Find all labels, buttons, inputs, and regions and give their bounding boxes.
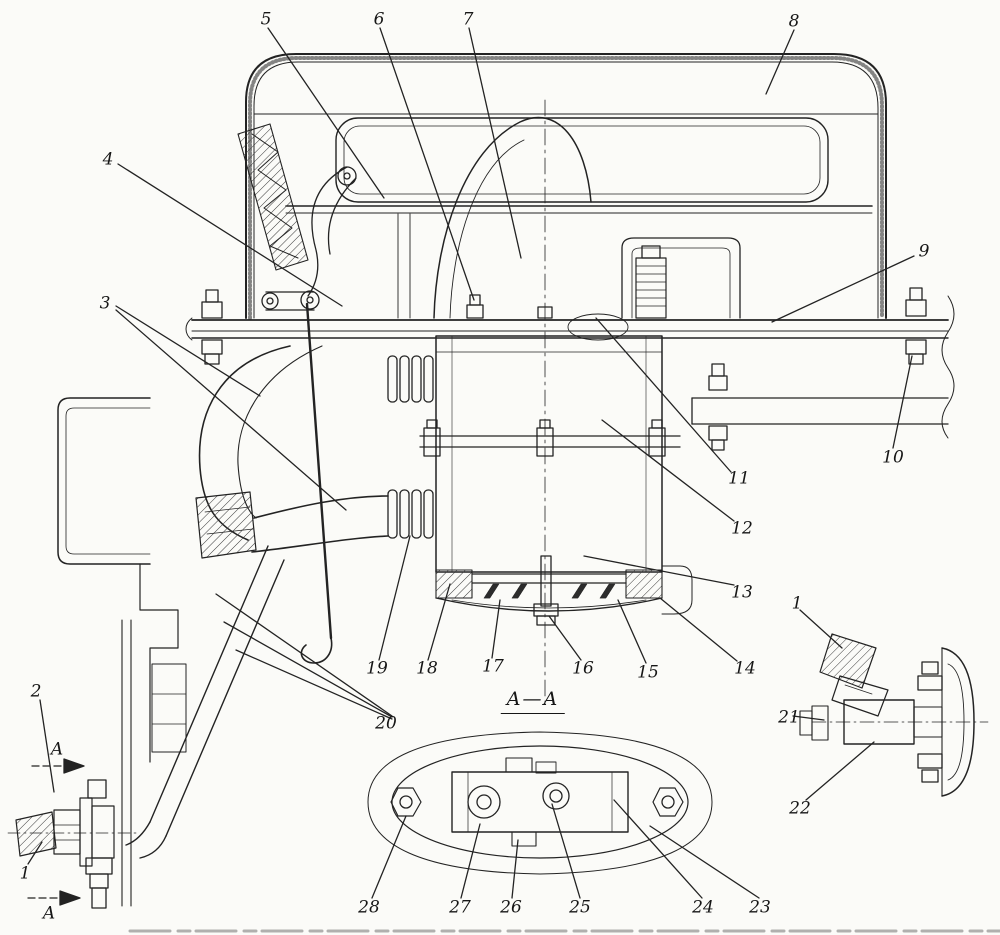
callout-26: 26 xyxy=(500,897,522,918)
callout-28: 28 xyxy=(358,897,380,918)
choke-lever xyxy=(261,166,357,311)
callout-1-left: 1 xyxy=(19,863,31,884)
section-label-a-a: A—A xyxy=(500,688,566,714)
callout-16: 16 xyxy=(572,658,594,679)
callout-2: 2 xyxy=(30,681,42,702)
callout-17: 17 xyxy=(482,656,504,677)
bottom-left-valve xyxy=(7,779,141,909)
callout-11: 11 xyxy=(728,468,750,489)
callout-7: 7 xyxy=(462,9,474,30)
view-label-a-bottom: A xyxy=(42,903,56,924)
dipstick-rod xyxy=(300,302,333,664)
callout-1-right: 1 xyxy=(791,593,803,614)
callout-18: 18 xyxy=(416,658,438,679)
callout-3: 3 xyxy=(99,293,111,314)
leader-lines xyxy=(27,27,915,899)
callout-23: 23 xyxy=(749,897,771,918)
drain-pipe xyxy=(121,545,285,907)
callout-9: 9 xyxy=(918,241,930,262)
callout-12: 12 xyxy=(731,518,753,539)
callout-22: 22 xyxy=(789,798,811,819)
intake-horn xyxy=(433,116,592,319)
view-arrow-icon xyxy=(59,890,81,906)
callout-19: 19 xyxy=(366,658,388,679)
callout-27: 27 xyxy=(449,897,471,918)
view-arrow-icon xyxy=(63,758,85,774)
callout-4: 4 xyxy=(102,149,114,170)
section-view-a-a xyxy=(367,731,713,875)
callout-25: 25 xyxy=(569,897,591,918)
cover-housing xyxy=(245,53,887,320)
right-valve-assembly xyxy=(799,633,989,797)
support-bracket xyxy=(57,397,187,763)
callout-6: 6 xyxy=(373,9,385,30)
callout-20: 20 xyxy=(375,713,397,734)
callout-13: 13 xyxy=(731,582,753,603)
heat-valve-pan xyxy=(435,555,693,626)
callout-5: 5 xyxy=(260,9,272,30)
callout-21: 21 xyxy=(778,707,800,728)
callout-15: 15 xyxy=(637,662,659,683)
view-arrows xyxy=(27,758,85,906)
callout-14: 14 xyxy=(734,658,756,679)
carburetor-body xyxy=(387,335,681,573)
view-label-a-top: A xyxy=(50,739,64,760)
callout-10: 10 xyxy=(882,447,904,468)
spring-bellows xyxy=(237,123,309,271)
intake-hoses xyxy=(195,345,389,559)
callout-24: 24 xyxy=(692,897,714,918)
callout-8: 8 xyxy=(788,11,800,32)
mounting-flange xyxy=(185,245,955,451)
